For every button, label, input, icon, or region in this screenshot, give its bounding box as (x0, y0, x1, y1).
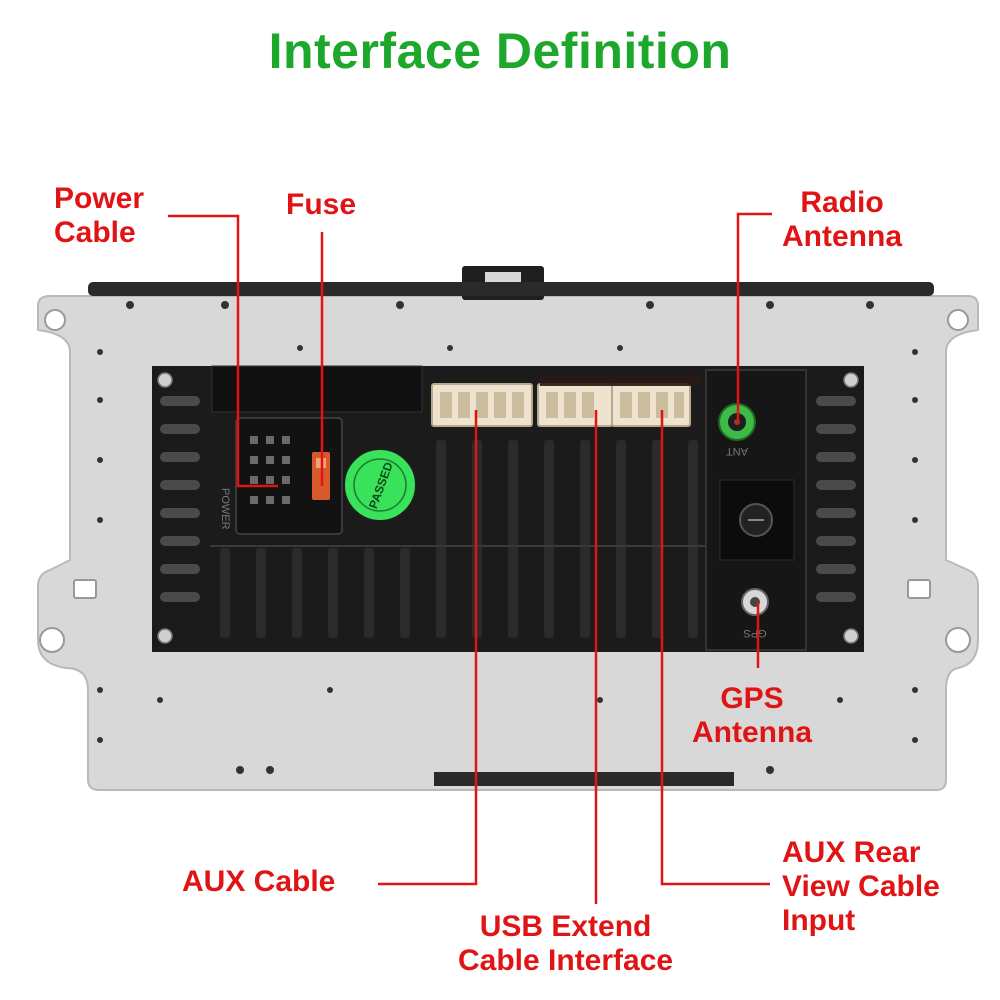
usb-extend-connector (537, 383, 613, 427)
callout-aux-rear-view-line2: View Cable (782, 870, 940, 903)
callout-power-cable-line2: Cable (54, 216, 136, 249)
power-cable-socket: POWER (219, 417, 343, 535)
callout-usb-extend-line1: USB Extend (479, 910, 652, 943)
leader-aux-cable (378, 410, 478, 886)
callout-fuse: Fuse (286, 188, 356, 222)
leader-aux-rear-view (660, 410, 770, 886)
callout-power-cable-line1: Power (54, 182, 145, 215)
callout-gps-antenna-line1: GPS (720, 682, 784, 715)
callout-radio-antenna-line1: Radio (800, 186, 884, 219)
callout-power-cable: Power Cable (54, 182, 144, 250)
callout-fuse-line1: Fuse (286, 188, 357, 221)
leader-power-cable (168, 214, 278, 488)
aux-rear-view-connector (611, 383, 691, 427)
callout-usb-extend: USB Extend Cable Interface (458, 910, 673, 978)
callout-gps-antenna: GPS Antenna (692, 682, 812, 750)
aux-cable-connector (431, 383, 533, 427)
callout-aux-rear-view-line1: AUX Rear (782, 836, 921, 869)
callout-aux-cable: AUX Cable (182, 865, 335, 899)
page-title: Interface Definition (268, 23, 732, 79)
leader-radio-antenna (736, 212, 772, 422)
power-socket-label: POWER (219, 488, 231, 530)
radio-antenna-port: ANT (718, 403, 756, 457)
qc-passed-sticker: PASSED (343, 448, 417, 522)
leader-lines (168, 212, 772, 904)
callout-aux-rear-view-line3: Input (782, 904, 856, 937)
radio-port-label: ANT (726, 445, 748, 457)
callout-radio-antenna: Radio Antenna (782, 186, 902, 254)
callout-aux-rear-view: AUX Rear View Cable Input (782, 836, 940, 938)
callout-gps-antenna-line2: Antenna (692, 716, 812, 749)
callout-radio-antenna-line2: Antenna (782, 220, 902, 253)
gps-port-label: GPS (743, 627, 766, 639)
callout-usb-extend-line2: Cable Interface (458, 944, 674, 977)
callout-aux-cable-line1: AUX Cable (182, 865, 336, 898)
gps-antenna-port: GPS (741, 588, 769, 639)
